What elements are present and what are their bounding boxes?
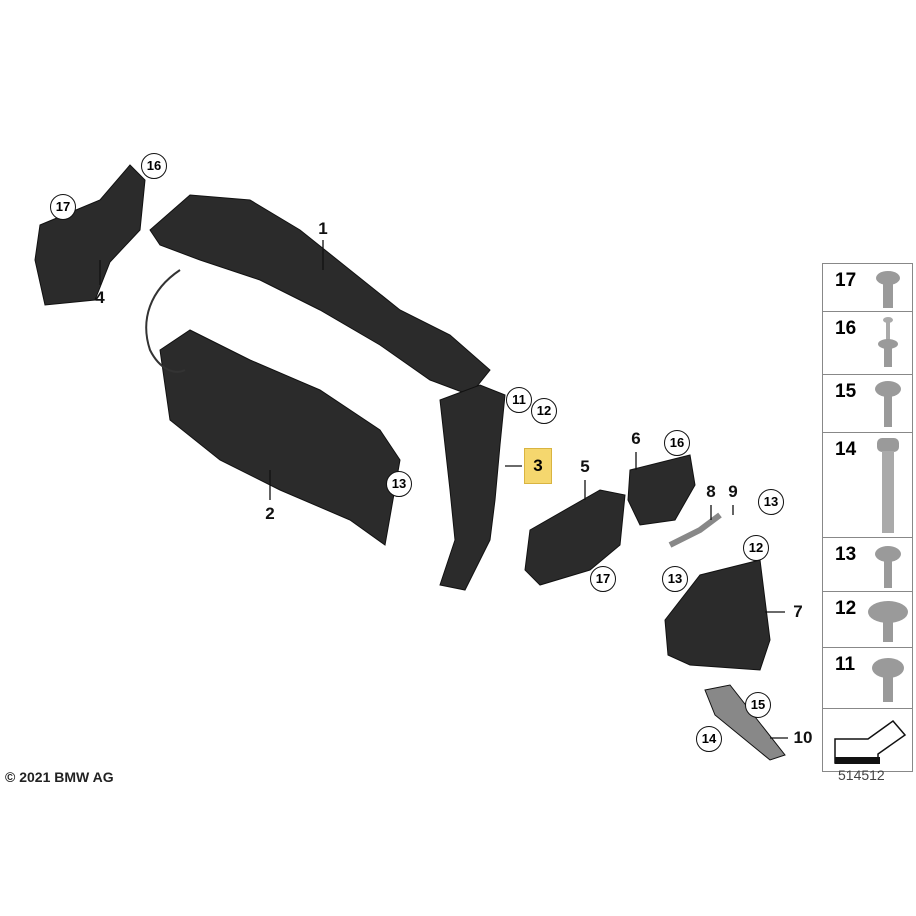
long-bolt-icon: [877, 438, 899, 533]
arrow-icon: [834, 719, 907, 764]
hex-bolt-icon: [875, 381, 901, 427]
washer-screw-icon: [868, 601, 908, 642]
fastener-row-16: 16: [823, 312, 912, 375]
callout-13: 13: [662, 566, 688, 592]
screw-icon: [876, 271, 900, 308]
callout-12: 12: [531, 398, 557, 424]
part-10-bracket: [704, 684, 786, 761]
callout-13: 13: [386, 471, 412, 497]
callout-17: 17: [590, 566, 616, 592]
callout-3-highlighted[interactable]: 3: [524, 448, 552, 484]
part-1-upper-carrier: [149, 194, 491, 396]
callout-11: 11: [506, 387, 532, 413]
callout-8: 8: [706, 482, 716, 501]
fastener-row-12: 12: [823, 592, 912, 648]
part-4-air-duct: [34, 164, 146, 306]
callout-16: 16: [141, 153, 167, 179]
rivet-icon: [878, 317, 898, 367]
part-3-air-guide: [439, 384, 506, 591]
part-2-active-grille: [159, 329, 401, 546]
fastener-row-14: 14: [823, 433, 912, 538]
callout-4: 4: [95, 288, 105, 307]
part-5-air-duct: [524, 489, 626, 586]
callout-6: 6: [631, 429, 641, 448]
callout-16: 16: [664, 430, 690, 456]
part-6-air-duct: [627, 454, 696, 526]
callout-10: 10: [793, 728, 813, 747]
fastener-row-11: 11: [823, 648, 912, 709]
callout-7: 7: [793, 602, 803, 621]
fastener-row-13: 13: [823, 538, 912, 592]
fastener-row-15: 15: [823, 375, 912, 433]
flange-bolt-icon: [872, 658, 904, 702]
diagram-number: 514512: [838, 767, 885, 783]
callout-17: 17: [50, 194, 76, 220]
part-8-bracket: [668, 512, 722, 548]
collar-screw-icon: [875, 546, 901, 588]
fastener-panel: 17 16 15 14 13 12 11: [822, 263, 913, 772]
callout-2: 2: [265, 504, 275, 523]
callout-1: 1: [318, 219, 328, 238]
part-7-air-duct: [664, 559, 771, 671]
callout-9: 9: [728, 482, 738, 501]
callout-5: 5: [580, 457, 590, 476]
wiring-harness: [145, 269, 186, 373]
callout-14: 14: [696, 726, 722, 752]
arrow-row: [823, 709, 912, 771]
callout-13: 13: [758, 489, 784, 515]
callout-15: 15: [745, 692, 771, 718]
fastener-row-17: 17: [823, 264, 912, 312]
callout-12: 12: [743, 535, 769, 561]
copyright: © 2021 BMW AG: [5, 769, 114, 785]
